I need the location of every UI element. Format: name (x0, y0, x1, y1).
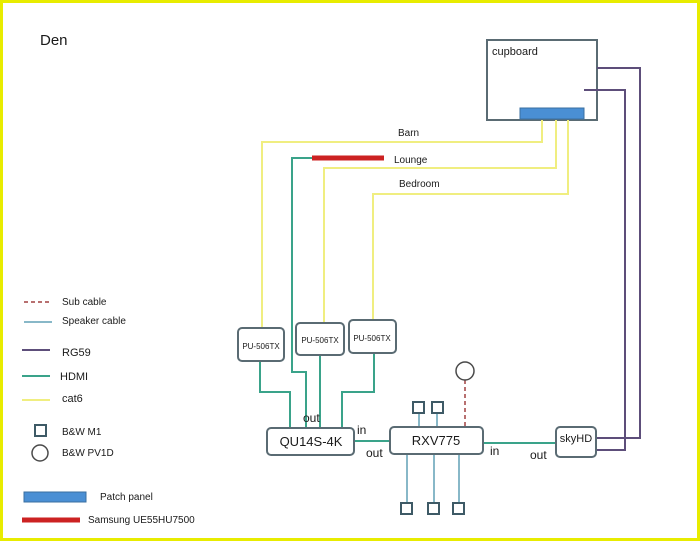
transmitter-box-2 (295, 322, 345, 356)
cat6-lounge (323, 120, 557, 323)
legend-patch-panel-label: Patch panel (100, 492, 153, 503)
receiver-in-left-label: in (357, 423, 366, 437)
bw-m1-speaker-top-1 (412, 401, 425, 414)
cat6-bedroom (372, 120, 569, 320)
transmitter-box-1 (237, 327, 285, 362)
label-bedroom: Bedroom (399, 179, 440, 190)
skyhd-out-label: out (530, 448, 547, 462)
legend-rg59-label: RG59 (62, 347, 91, 359)
label-barn: Barn (398, 128, 419, 139)
patch-panel (519, 107, 585, 120)
cat6-barn (261, 120, 543, 328)
bw-pv1d-subwoofer (455, 361, 475, 381)
matrix-box (266, 427, 355, 456)
matrix-label: QU14S-4K (280, 434, 343, 449)
transmitter-box-3 (348, 319, 397, 354)
legend-samsung-label: Samsung UE55HU7500 (88, 515, 195, 526)
skyhd-box (555, 426, 597, 458)
legend-bw-pv1d-icon (31, 444, 49, 462)
matrix-out-side-label: out (366, 446, 383, 460)
hdmi-tx3 (341, 353, 375, 428)
hdmi-tx1 (259, 361, 291, 428)
matrix-out-top-label: out (303, 411, 320, 425)
rg59-line-outer (596, 67, 641, 439)
receiver-box (389, 426, 484, 455)
legend-bw-m1-icon (34, 424, 47, 437)
bw-m1-speaker-bottom-2 (427, 502, 440, 515)
bw-m1-speaker-bottom-3 (452, 502, 465, 515)
transmitter-label-3: PU-506TX (353, 334, 391, 343)
transmitter-label-2: PU-506TX (301, 336, 339, 345)
legend-patch-panel-swatch (23, 491, 87, 503)
legend-bw-pv1d-label: B&W PV1D (62, 448, 114, 459)
cupboard-box (486, 39, 598, 121)
transmitter-label-1: PU-506TX (242, 342, 280, 351)
legend-speaker-label: Speaker cable (62, 316, 126, 327)
legend-hdmi-label: HDMI (60, 371, 88, 383)
bw-m1-speaker-bottom-1 (400, 502, 413, 515)
rg59-line-inner (584, 89, 626, 451)
receiver-in-right-label: in (490, 444, 499, 458)
legend-bw-m1-label: B&W M1 (62, 427, 102, 438)
bw-m1-speaker-top-2 (431, 401, 444, 414)
legend-cat6-label: cat6 (62, 393, 83, 405)
receiver-label: RXV775 (412, 433, 460, 448)
label-lounge: Lounge (394, 155, 428, 166)
legend-sub-label: Sub cable (62, 297, 107, 308)
skyhd-label: skyHD (560, 433, 592, 445)
hdmi-lounge-tv (291, 157, 312, 428)
room-title: Den (40, 32, 68, 49)
cupboard-label: cupboard (492, 46, 538, 58)
